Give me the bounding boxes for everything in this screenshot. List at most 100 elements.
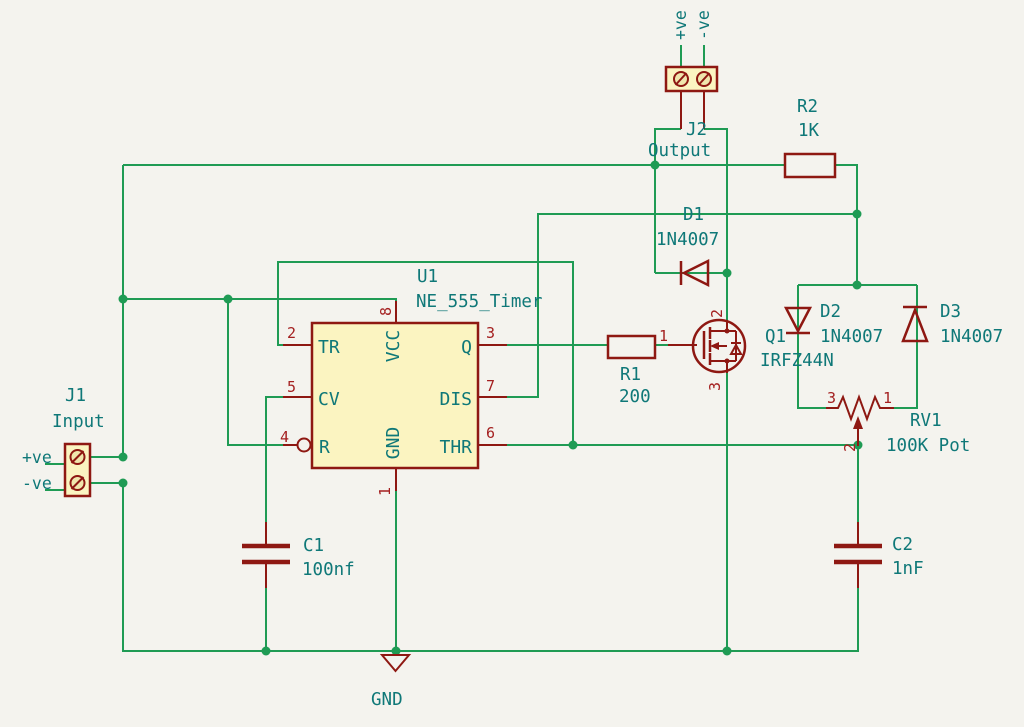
- r2-ref: R2: [797, 97, 818, 117]
- junction-dot: [852, 280, 862, 290]
- junction-dot: [261, 646, 271, 656]
- component-r1-resistor: R1 200: [606, 334, 657, 407]
- r2-body: [783, 152, 837, 179]
- junction-dot: [852, 209, 862, 219]
- j1-screw-slash-2: [70, 476, 85, 490]
- wire-bottom-ground-bus: [122, 483, 859, 652]
- junction-dot: [118, 452, 128, 462]
- c1-value: 100nf: [302, 560, 355, 580]
- wire-reset-pin: [227, 299, 283, 446]
- component-c2-capacitor: C2 1nF: [834, 522, 924, 588]
- d3-triangle: [901, 306, 929, 343]
- junction-dot: [223, 294, 233, 304]
- pin-name-reset: R: [319, 437, 330, 458]
- wire-r2-to-node: [835, 164, 858, 285]
- reset-inversion-bubble: [296, 437, 312, 453]
- j1-screw-slash-1: [70, 450, 85, 464]
- ground-symbol: GND: [371, 654, 412, 710]
- r2-value: 1K: [798, 121, 820, 141]
- d2-ref: D2: [820, 302, 841, 322]
- ic-body: [310, 321, 480, 470]
- wire-j2-neg-to-drain: [704, 128, 728, 322]
- pin-name-vcc: VCC: [383, 330, 404, 363]
- pin-name-cv: CV: [318, 389, 340, 410]
- q1-bulk-arrow: [710, 342, 719, 350]
- wires: [45, 45, 918, 655]
- rv1-pin-num-1: 1: [883, 389, 892, 407]
- q1-pin-num-drain: 2: [708, 309, 726, 318]
- q1-pin-num-gate: 1: [659, 327, 668, 345]
- junction-dot: [722, 268, 732, 278]
- component-d1-diode: D1 1N4007: [656, 205, 719, 288]
- rv1-zigzag: [826, 394, 894, 422]
- wire-d3-branch: [894, 285, 918, 409]
- j1-pos-label: +ve: [22, 448, 52, 467]
- q1-pin-num-source: 3: [706, 382, 724, 391]
- component-d2-diode: D2 1N4007: [783, 302, 883, 347]
- pin-name-tr: TR: [318, 337, 340, 358]
- q1-contact-dot-top: [724, 328, 730, 334]
- u1-value: NE_555_Timer: [416, 292, 542, 312]
- c2-value: 1nF: [892, 559, 924, 579]
- gnd-label: GND: [371, 690, 403, 710]
- j2-ref: J2: [686, 120, 707, 140]
- q1-ref: Q1: [765, 327, 786, 347]
- component-j1-input-connector: J1 Input +ve -ve: [22, 386, 105, 498]
- d2-triangle: [783, 306, 813, 334]
- j1-ref: J1: [65, 386, 86, 406]
- r1-ref: R1: [620, 365, 641, 385]
- j1-value: Input: [52, 412, 105, 432]
- q1-contact-dot-bottom: [724, 358, 730, 364]
- j2-value: Output: [648, 141, 711, 161]
- r1-value: 200: [619, 387, 651, 407]
- c1-ref: C1: [303, 536, 324, 556]
- component-r2-resistor: R2 1K: [783, 97, 837, 179]
- pin-num-8: 8: [377, 307, 395, 316]
- wire-cv-to-c1: [265, 396, 283, 524]
- wire-vcc-rail: [123, 298, 397, 323]
- junction-dots: [118, 160, 863, 656]
- pin-name-q: Q: [461, 337, 472, 358]
- d3-value: 1N4007: [940, 327, 1003, 347]
- rv1-ref: RV1: [910, 411, 942, 431]
- r1-body: [606, 334, 657, 360]
- component-j2-output-connector: J2 Output +ve -ve: [648, 10, 719, 161]
- pin-num-6: 6: [486, 424, 495, 442]
- gnd-triangle: [379, 654, 412, 673]
- j1-neg-label: -ve: [22, 474, 52, 493]
- d1-triangle: [681, 258, 710, 288]
- d1-ref: D1: [683, 205, 704, 225]
- pin-name-thr: THR: [439, 437, 472, 458]
- pin-name-gnd: GND: [383, 427, 404, 460]
- d1-value: 1N4007: [656, 230, 719, 250]
- wire-j2-pos-drop: [654, 128, 681, 273]
- wire-d2-branch: [797, 285, 826, 409]
- pin-num-7: 7: [486, 377, 495, 395]
- component-d3-diode: D3 1N4007: [901, 302, 1003, 347]
- wire-dis-to-r2-node: [507, 213, 857, 398]
- rv1-pin-num-3: 3: [827, 389, 836, 407]
- junction-dot: [722, 646, 732, 656]
- pin-num-3: 3: [486, 324, 495, 342]
- junction-dot: [118, 478, 128, 488]
- component-rv1-potentiometer: RV1 100K Pot 3 1 2: [826, 389, 970, 456]
- q1-value: IRFZ44N: [760, 351, 834, 371]
- rv1-value: 100K Pot: [886, 436, 970, 456]
- wire-tr-thr-loop: [277, 261, 574, 445]
- component-q1-mosfet: Q1 IRFZ44N 1 2 3: [659, 309, 834, 391]
- pin-num-2: 2: [287, 324, 296, 342]
- j2-pos-label: +ve: [671, 10, 690, 40]
- component-c1-capacitor: C1 100nf: [242, 522, 355, 588]
- pin-num-1: 1: [376, 487, 394, 496]
- d2-value: 1N4007: [820, 327, 883, 347]
- u1-ref: U1: [417, 267, 438, 287]
- q1-body-diode-triangle: [729, 342, 743, 355]
- rv1-pin-num-2: 2: [841, 443, 859, 452]
- junction-dot: [650, 160, 660, 170]
- pin-num-4: 4: [280, 428, 289, 446]
- junction-dot: [568, 440, 578, 450]
- d3-ref: D3: [940, 302, 961, 322]
- pin-num-5: 5: [287, 378, 296, 396]
